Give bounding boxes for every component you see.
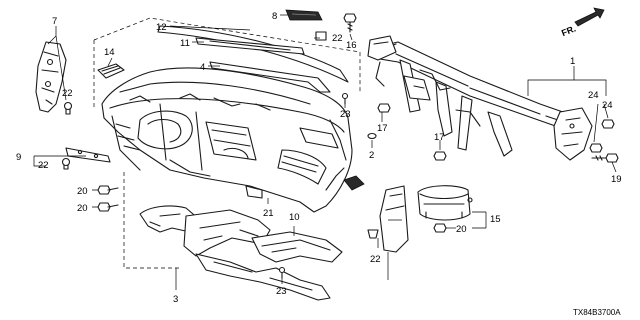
clip-22-left-mid bbox=[61, 157, 71, 170]
callout-16: 16 bbox=[346, 40, 357, 51]
callout-23-b: 23 bbox=[276, 286, 287, 297]
panel-assembly-outline-top bbox=[93, 17, 361, 92]
drawing-code: TX84B3700A bbox=[573, 308, 621, 317]
lower-air-duct-3 bbox=[139, 205, 331, 301]
cover-part-8 bbox=[285, 9, 323, 21]
clip-22-left-top bbox=[63, 101, 73, 115]
callout-21: 21 bbox=[263, 208, 274, 219]
clip-22-top bbox=[315, 31, 327, 41]
callout-19: 20 bbox=[456, 224, 467, 235]
callout-9: 9 bbox=[16, 152, 21, 163]
duct-assembly-outline bbox=[123, 172, 180, 269]
callout-7: 7 bbox=[52, 16, 57, 27]
lower-trim-bracket bbox=[65, 147, 111, 163]
leader-lines bbox=[33, 14, 617, 290]
callout-23-a: 23 bbox=[340, 109, 351, 120]
nut-24-lower bbox=[589, 143, 603, 153]
callout-11: 11 bbox=[180, 38, 190, 49]
instrument-panel-body bbox=[101, 67, 353, 213]
callout-3: 3 bbox=[173, 294, 178, 305]
clip-22-lid bbox=[367, 229, 379, 239]
callout-18: 19 bbox=[611, 174, 622, 185]
nut-24-upper bbox=[601, 119, 615, 129]
clip-23-upper bbox=[341, 92, 349, 105]
speaker-grille-part bbox=[343, 175, 365, 191]
callout-22-b: 22 bbox=[332, 33, 343, 44]
callout-22-d: 22 bbox=[38, 160, 49, 171]
callout-8: 8 bbox=[272, 11, 277, 22]
passenger-airbag-module bbox=[417, 185, 473, 221]
side-air-duct-10 bbox=[251, 231, 343, 263]
callout-17-a: 17 bbox=[377, 123, 388, 134]
callout-2: 2 bbox=[369, 150, 374, 161]
bolt-17-left bbox=[377, 103, 391, 113]
front-direction-label: FR. bbox=[560, 23, 577, 38]
callout-22-c: 22 bbox=[370, 254, 381, 265]
callout-20-a: 20 bbox=[77, 186, 88, 197]
bracket-21 bbox=[245, 185, 263, 199]
side-bracket-part bbox=[35, 41, 67, 113]
front-direction-arrow: FR. bbox=[560, 7, 605, 38]
plug-part-2 bbox=[367, 132, 377, 140]
bolt-17-right bbox=[433, 151, 447, 161]
callout-4: 4 bbox=[200, 62, 205, 73]
bolt-18 bbox=[591, 153, 619, 163]
airbag-lid-6 bbox=[379, 185, 409, 253]
bolt-20-lower bbox=[97, 202, 119, 212]
callout-10: 10 bbox=[289, 212, 300, 223]
callout-20-b: 20 bbox=[77, 203, 88, 214]
callout-12: 12 bbox=[156, 22, 167, 33]
callout-15: 15 bbox=[490, 214, 501, 225]
callout-labels: 7 22 14 12 11 4 8 22 16 23 17 2 1 24 24 … bbox=[16, 11, 622, 305]
small-vent-part-14 bbox=[97, 63, 125, 79]
callout-14: 14 bbox=[104, 47, 115, 58]
bolt-20-upper bbox=[97, 185, 119, 195]
callout-17-b: 17 bbox=[434, 132, 445, 143]
steering-hanger-beam-1 bbox=[367, 35, 593, 161]
callout-1: 1 bbox=[570, 56, 575, 67]
clip-23-lower bbox=[278, 266, 286, 279]
callout-24-a: 24 bbox=[588, 90, 599, 101]
garnish-strip-4 bbox=[209, 61, 331, 93]
callout-24-b: 24 bbox=[602, 100, 613, 111]
callout-22-a: 22 bbox=[62, 88, 73, 99]
bolt-16 bbox=[343, 13, 357, 33]
nut-19 bbox=[433, 223, 447, 233]
